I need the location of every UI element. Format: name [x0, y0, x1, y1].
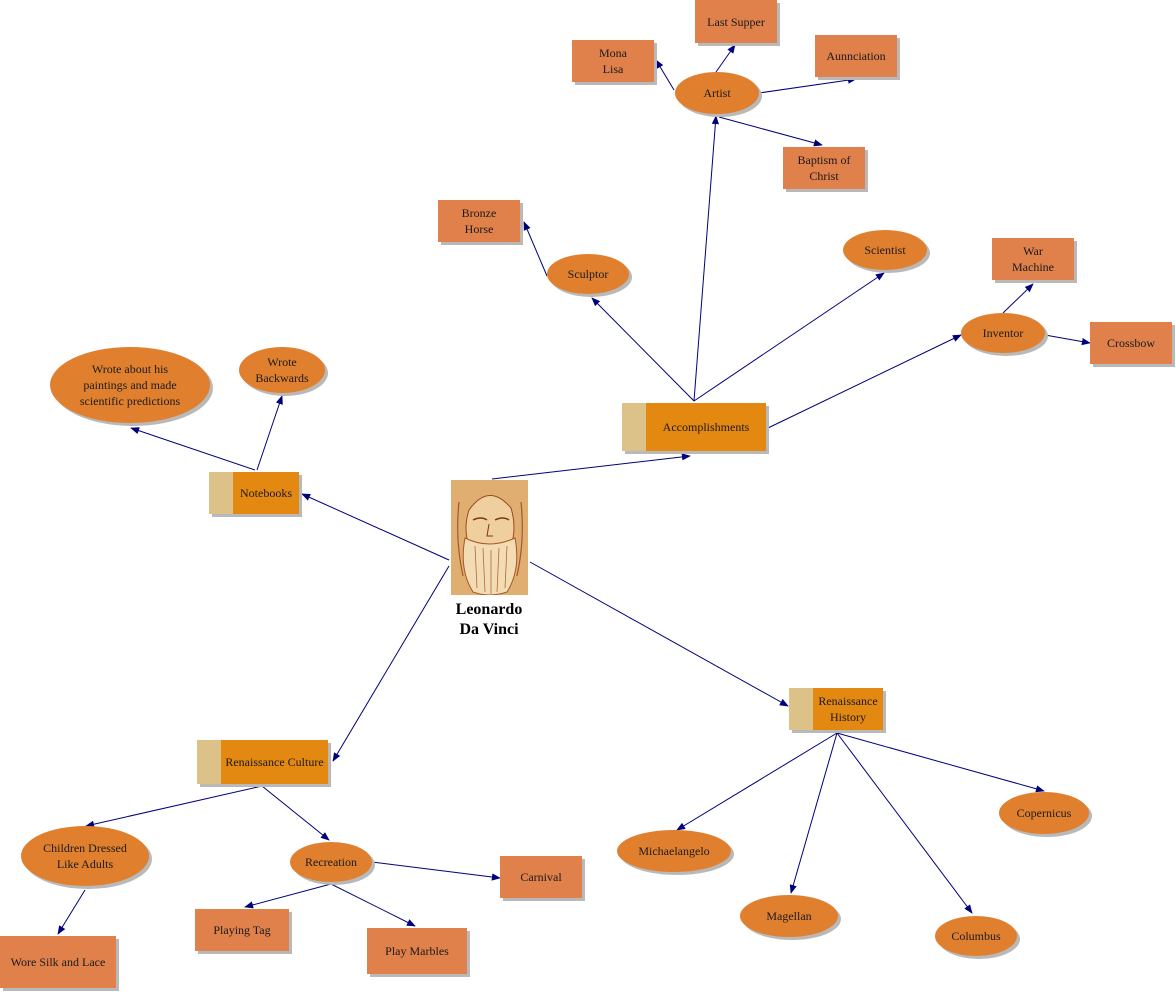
- connector-inventor-war: [1002, 283, 1034, 314]
- node-columbus[interactable]: Columbus: [935, 916, 1017, 956]
- branch-accomplishments[interactable]: Accomplishments: [622, 403, 766, 451]
- folder-tab: [197, 740, 221, 784]
- connector-recreation-carnival: [371, 861, 501, 881]
- connector-artist-baptism: [718, 116, 823, 147]
- node-magellan[interactable]: Magellan: [740, 895, 838, 937]
- connector-center-culture: [332, 565, 450, 762]
- leonardo-portrait: [451, 480, 528, 595]
- node-michaelangelo[interactable]: Michaelangelo: [617, 830, 731, 872]
- connector-culture-children: [85, 785, 263, 828]
- connector-sculptor-bronze: [523, 221, 548, 277]
- node-carnival[interactable]: Carnival: [500, 856, 582, 898]
- node-aunnciation[interactable]: Aunnciation: [815, 35, 897, 77]
- connector-notebooks-wroteabout: [130, 427, 256, 471]
- node-playing-tag[interactable]: Playing Tag: [195, 909, 289, 951]
- node-crossbow[interactable]: Crossbow: [1090, 322, 1172, 364]
- node-last-supper[interactable]: Last Supper: [695, 0, 777, 43]
- connector-acc-scientist: [693, 272, 885, 402]
- connector-artist-aunnciation: [758, 76, 857, 94]
- connector-acc-inventor: [767, 334, 962, 429]
- connector-recreation-tag: [244, 883, 332, 909]
- node-inventor[interactable]: Inventor: [961, 313, 1045, 353]
- node-artist[interactable]: Artist: [675, 72, 759, 114]
- connector-history-michael: [676, 732, 838, 831]
- branch-renaissance-culture[interactable]: Renaissance Culture: [197, 740, 328, 784]
- node-wore-silk-and-lace[interactable]: Wore Silk and Lace: [0, 936, 116, 988]
- connector-recreation-marbles: [330, 883, 416, 927]
- node-label: Renaissance Culture: [225, 755, 324, 769]
- connector-children-wore: [57, 889, 86, 935]
- connector-acc-artist: [693, 115, 719, 402]
- node-children-dressed[interactable]: Children Dressed Like Adults: [21, 826, 149, 886]
- node-mona-lisa[interactable]: Mona Lisa: [572, 40, 654, 82]
- connector-history-magellan: [789, 732, 838, 894]
- folder-tab: [789, 688, 813, 730]
- node-label: Accomplishments: [662, 420, 750, 434]
- node-scientist[interactable]: Scientist: [843, 230, 927, 270]
- connector-acc-sculptor: [591, 297, 695, 402]
- connector-artist-monalisa: [655, 59, 675, 91]
- node-label: Notebooks: [240, 486, 292, 500]
- folder-tab: [622, 403, 646, 451]
- connector-center-history: [529, 561, 789, 707]
- branch-notebooks[interactable]: Notebooks: [209, 472, 299, 514]
- node-bronze-horse[interactable]: Bronze Horse: [438, 200, 520, 242]
- connector-history-columbus: [836, 732, 973, 914]
- node-sculptor[interactable]: Sculptor: [547, 254, 629, 294]
- connector-artist-lastsupper: [715, 44, 736, 73]
- connector-history-copernicus: [836, 732, 1045, 793]
- node-play-marbles[interactable]: Play Marbles: [367, 928, 467, 974]
- node-label: Renaissance History: [818, 694, 878, 724]
- connector-notebooks-backwards: [256, 395, 283, 471]
- central-topic-label: Leonardo Da Vinci: [455, 601, 523, 638]
- connector-center-notebooks: [301, 493, 450, 561]
- node-copernicus[interactable]: Copernicus: [999, 792, 1089, 834]
- node-war-machine[interactable]: War Machine: [992, 238, 1074, 280]
- folder-tab: [209, 472, 233, 514]
- node-recreation[interactable]: Recreation: [290, 842, 372, 882]
- node-wrote-backwards[interactable]: Wrote Backwards: [239, 347, 325, 393]
- node-baptism-of-christ[interactable]: Baptism of Christ: [783, 147, 865, 189]
- connector-culture-recreation: [261, 785, 330, 841]
- connector-inventor-crossbow: [1044, 334, 1091, 346]
- node-wrote-about[interactable]: Wrote about his paintings and made scien…: [50, 347, 210, 423]
- branch-renaissance-history[interactable]: Renaissance History: [789, 688, 883, 730]
- connector-center-acc: [491, 453, 691, 480]
